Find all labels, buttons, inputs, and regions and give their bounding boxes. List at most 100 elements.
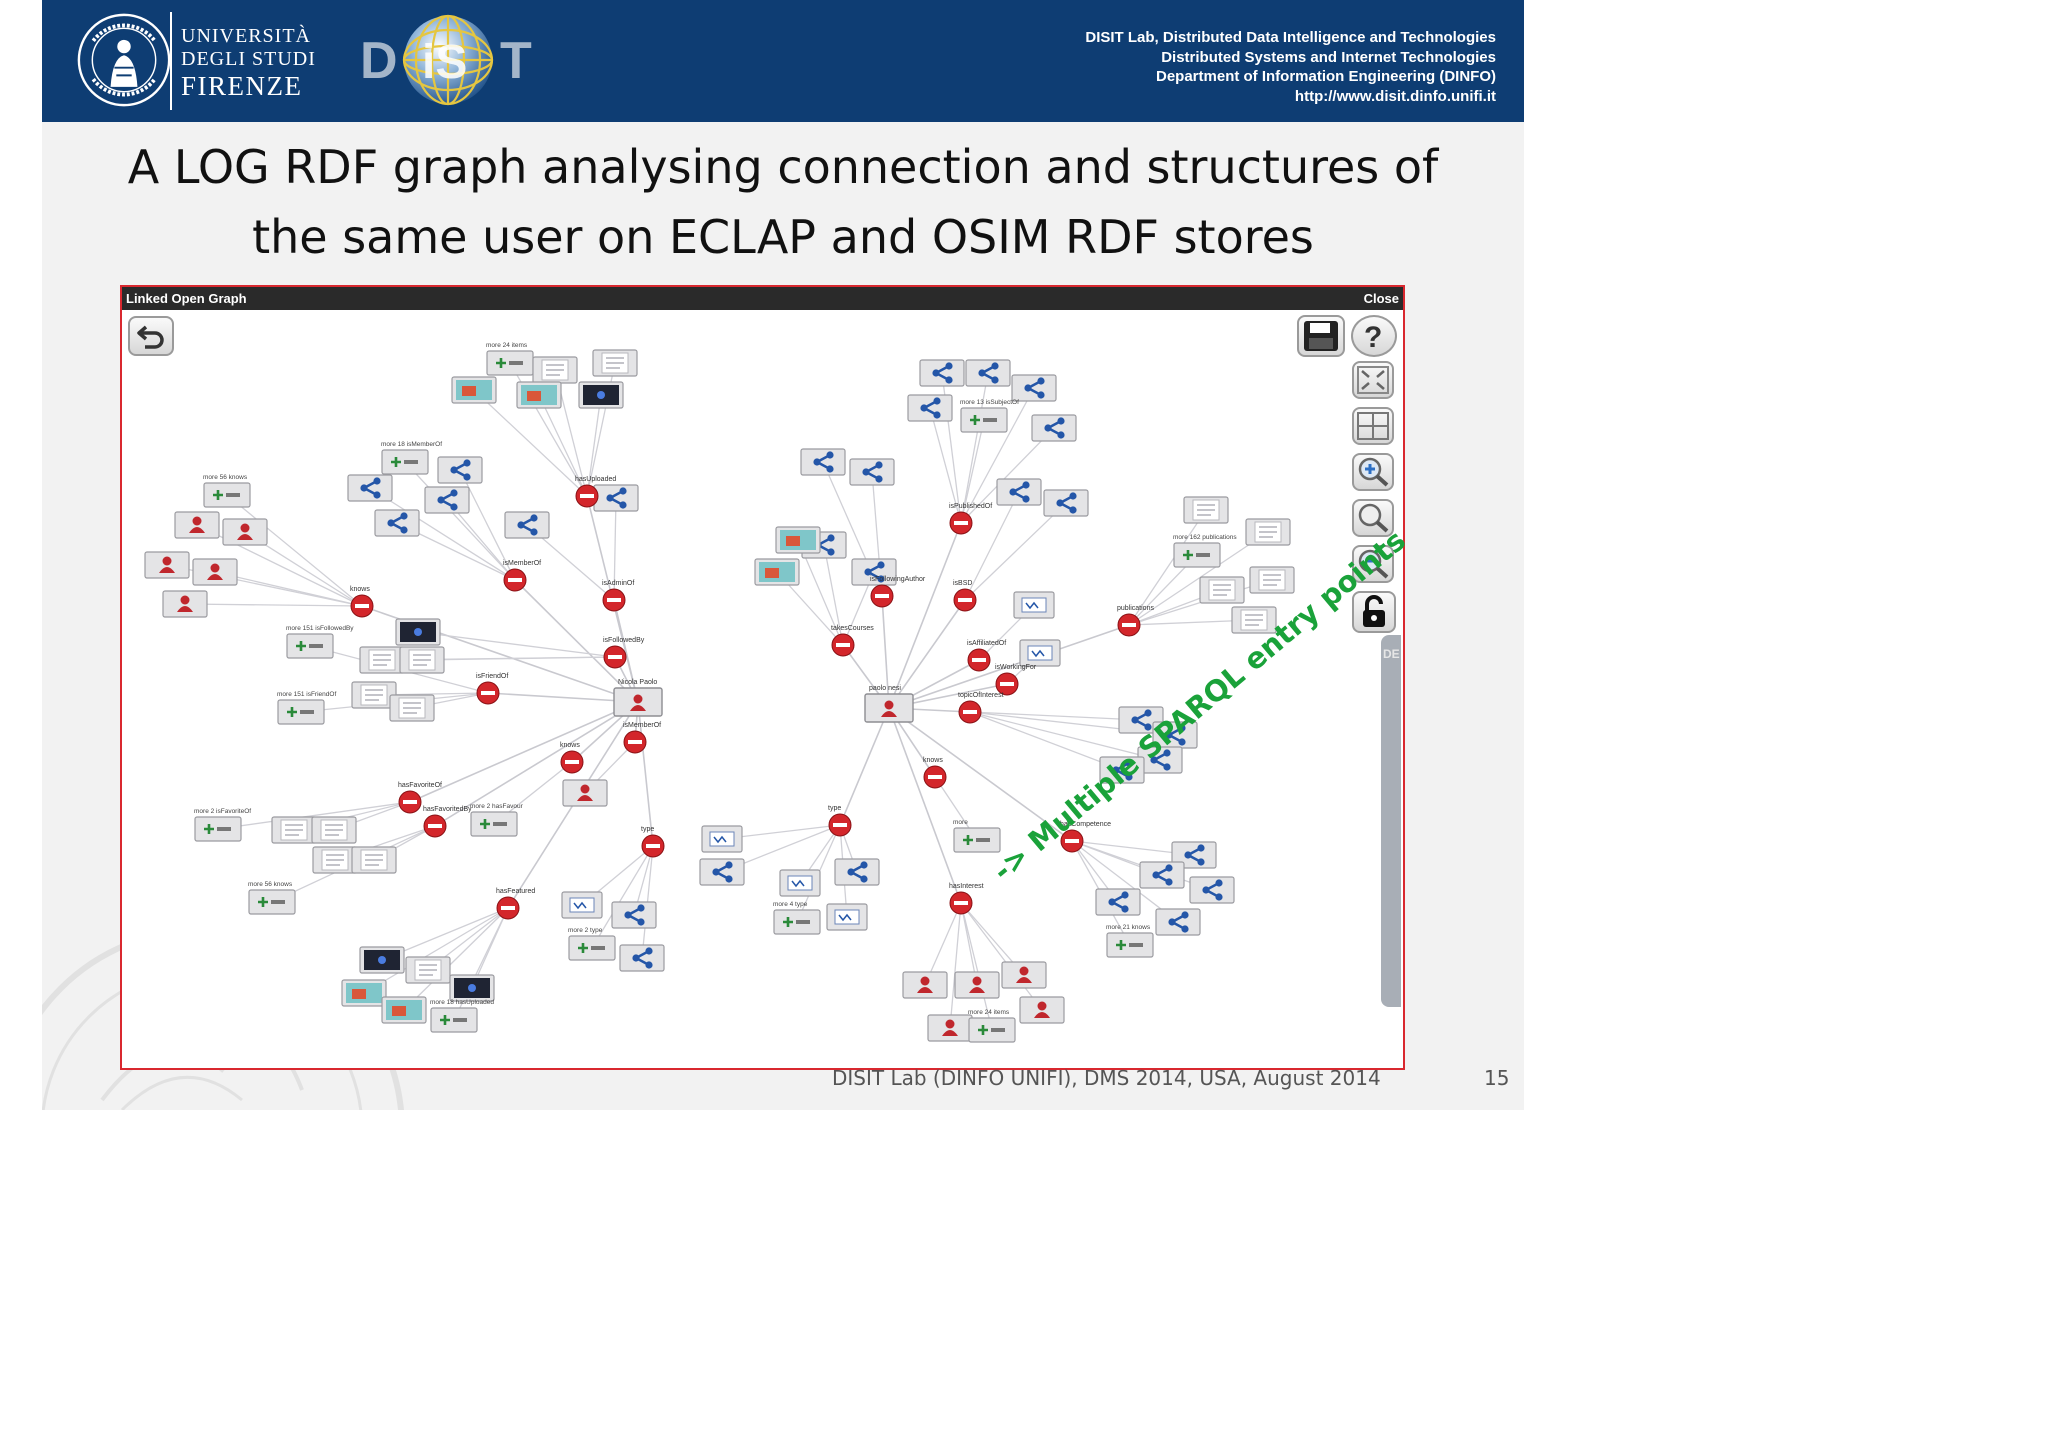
zoom-in-button[interactable] (1352, 453, 1394, 491)
person-node[interactable] (144, 551, 190, 579)
resource-node[interactable] (1043, 489, 1089, 517)
user-hub-node[interactable]: Nicola Paolo (613, 679, 663, 717)
help-button[interactable]: ? (1351, 315, 1397, 357)
person-node[interactable] (954, 971, 1000, 999)
media-node[interactable] (592, 349, 638, 377)
more-items-button[interactable] (486, 350, 534, 376)
relation-node[interactable]: knows (350, 586, 374, 618)
relation-node[interactable]: isBSD (953, 580, 977, 612)
resource-node[interactable] (1099, 756, 1145, 784)
resource-node[interactable] (1139, 861, 1185, 889)
relation-node[interactable]: hasUploaded (575, 476, 616, 508)
relation-node[interactable]: isPublishedOf (949, 503, 992, 535)
relation-node[interactable]: isFollowedBy (603, 637, 645, 669)
more-items-button[interactable] (286, 633, 334, 659)
more-items-button[interactable] (773, 909, 821, 935)
resource-node[interactable] (834, 858, 880, 886)
media-node[interactable] (341, 979, 387, 1007)
relation-node[interactable]: topicOfInterest (958, 692, 1004, 724)
media-node[interactable] (359, 946, 405, 974)
resource-node[interactable] (1152, 721, 1198, 749)
more-items-button[interactable] (968, 1017, 1016, 1043)
close-button[interactable]: Close (1363, 291, 1399, 306)
relation-node[interactable]: hasCompetence (1060, 821, 1111, 853)
media-node[interactable] (1231, 606, 1277, 634)
person-node[interactable] (902, 971, 948, 999)
resource-node[interactable] (374, 509, 420, 537)
media-node[interactable] (389, 694, 435, 722)
more-items-button[interactable] (568, 935, 616, 961)
resource-node[interactable] (619, 944, 665, 972)
more-items-button[interactable] (953, 827, 1001, 853)
lock-button[interactable] (1352, 591, 1396, 633)
relation-node[interactable]: isMemberOf (623, 722, 661, 754)
relation-node[interactable]: hasFeatured (496, 888, 535, 920)
person-node[interactable] (927, 1014, 973, 1042)
person-node[interactable] (1001, 961, 1047, 989)
more-items-button[interactable] (960, 407, 1008, 433)
media-node[interactable] (312, 846, 358, 874)
resource-node[interactable] (1137, 746, 1183, 774)
media-node[interactable] (405, 956, 451, 984)
media-node[interactable] (399, 646, 445, 674)
media-node[interactable] (359, 646, 405, 674)
resource-node[interactable] (907, 394, 953, 422)
more-items-button[interactable] (381, 449, 429, 475)
resource-node[interactable] (1189, 876, 1235, 904)
resource-node[interactable] (1011, 374, 1057, 402)
details-side-tab[interactable]: DE (1381, 635, 1401, 1007)
media-node[interactable] (381, 996, 427, 1024)
relation-node[interactable]: knows (923, 757, 947, 789)
grid-button[interactable] (1352, 407, 1394, 445)
rdf-graph-canvas[interactable]: hasUploadedisMemberOfisAdminOfknowsisFol… (122, 310, 1403, 1068)
resource-node[interactable] (849, 458, 895, 486)
type-node[interactable] (1013, 591, 1055, 619)
resource-node[interactable] (800, 448, 846, 476)
relation-node[interactable]: hasFavoriteOf (398, 782, 442, 814)
person-node[interactable] (174, 511, 220, 539)
more-items-button[interactable] (203, 482, 251, 508)
resource-node[interactable] (1095, 888, 1141, 916)
more-items-button[interactable] (248, 889, 296, 915)
media-node[interactable] (311, 816, 357, 844)
more-items-button[interactable] (277, 699, 325, 725)
type-node[interactable] (701, 825, 743, 853)
relation-node[interactable]: isAffiliatedOf (967, 640, 1006, 672)
resource-node[interactable] (347, 474, 393, 502)
media-node[interactable] (395, 618, 441, 646)
relation-node[interactable]: hasInterest (949, 883, 984, 915)
relation-node[interactable]: isWorkingFor (995, 664, 1037, 696)
resource-node[interactable] (1171, 841, 1217, 869)
fit-to-screen-button[interactable] (1352, 361, 1394, 399)
media-node[interactable] (1183, 496, 1229, 524)
media-node[interactable] (516, 381, 562, 409)
media-node[interactable] (1245, 518, 1291, 546)
zoom-reset-button[interactable] (1352, 499, 1394, 537)
media-node[interactable] (775, 526, 821, 554)
resource-node[interactable] (1031, 414, 1077, 442)
more-items-button[interactable] (470, 811, 518, 837)
relation-node[interactable]: publications (1117, 605, 1154, 637)
relation-node[interactable]: isFriendOf (476, 673, 508, 705)
media-node[interactable] (754, 558, 800, 586)
more-items-button[interactable] (1173, 542, 1221, 568)
media-node[interactable] (532, 356, 578, 384)
zoom-out-button[interactable] (1352, 545, 1394, 583)
resource-node[interactable] (1155, 908, 1201, 936)
relation-node[interactable]: takesCourses (831, 625, 874, 657)
relation-node[interactable]: isFollowingAuthor (870, 576, 926, 608)
relation-node[interactable]: type (828, 805, 852, 837)
relation-node[interactable]: hasFavoritedBy (423, 806, 472, 838)
media-node[interactable] (1199, 576, 1245, 604)
media-node[interactable] (449, 974, 495, 1002)
resource-node[interactable] (699, 858, 745, 886)
type-node[interactable] (561, 891, 603, 919)
media-node[interactable] (271, 816, 317, 844)
person-node[interactable] (192, 558, 238, 586)
type-node[interactable] (779, 869, 821, 897)
media-node[interactable] (451, 376, 497, 404)
media-node[interactable] (1249, 566, 1295, 594)
relation-node[interactable]: type (641, 826, 665, 858)
resource-node[interactable] (504, 511, 550, 539)
person-node[interactable] (222, 518, 268, 546)
